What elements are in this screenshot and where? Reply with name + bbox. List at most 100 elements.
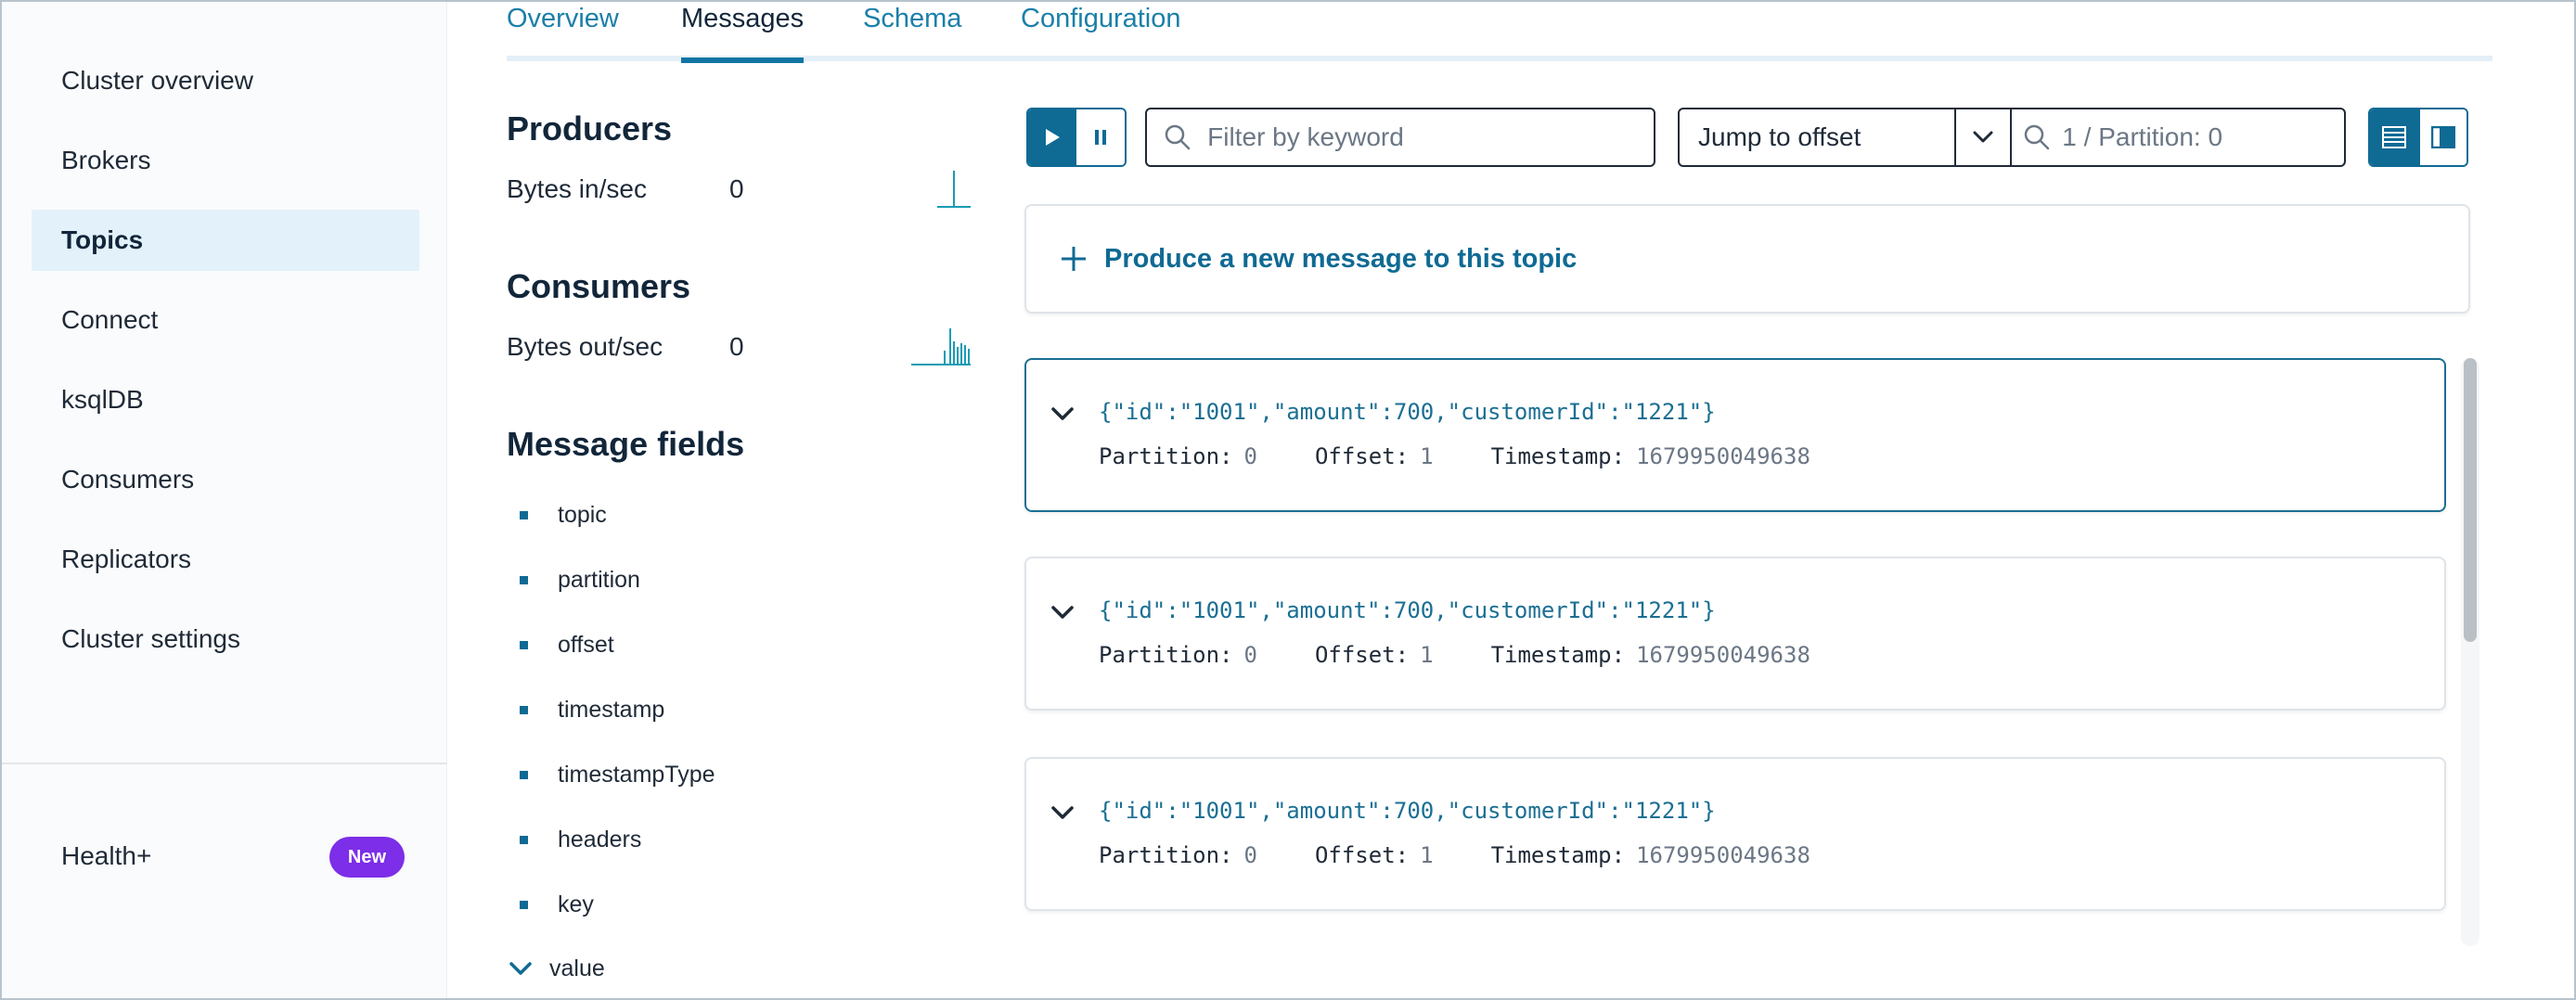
offset-value: 1: [1420, 443, 1434, 469]
message-meta: Partition:0 Offset:1 Timestamp:167995004…: [1099, 842, 1868, 868]
sidebar-item-label: Replicators: [61, 545, 192, 573]
field-label: timestampType: [558, 761, 715, 788]
offset-label: Offset:: [1314, 642, 1410, 668]
jump-to-offset-select[interactable]: Jump to offset: [1678, 108, 2012, 167]
pause-icon: [1095, 130, 1106, 145]
field-label: partition: [558, 566, 640, 593]
field-label: offset: [558, 631, 614, 658]
sidebar-item-label: Cluster overview: [61, 66, 253, 95]
tab-messages[interactable]: Messages: [681, 4, 805, 63]
offset-value: 1: [1420, 642, 1434, 668]
produce-message-button[interactable]: Produce a new message to this topic: [1024, 204, 2470, 314]
field-label: key: [558, 891, 594, 917]
sidebar-item-consumers[interactable]: Consumers: [32, 449, 419, 510]
partition-value: 0: [1243, 642, 1257, 668]
bullet-icon: [520, 835, 528, 844]
field-value[interactable]: value: [507, 950, 605, 987]
split-view-icon: [2430, 126, 2455, 148]
sidebar-item-brokers[interactable]: Brokers: [32, 130, 419, 191]
timestamp-value: 1679950049638: [1636, 443, 1810, 469]
sidebar-item-label: Health+: [61, 841, 152, 870]
message-card[interactable]: {"id":"1001","amount":700,"customerId":"…: [1024, 358, 2446, 512]
sidebar-item-cluster-overview[interactable]: Cluster overview: [32, 50, 419, 111]
list-view-button[interactable]: [2370, 109, 2418, 165]
tab-overview[interactable]: Overview: [507, 4, 619, 33]
tab-schema[interactable]: Schema: [863, 4, 962, 33]
play-icon: [1046, 129, 1060, 146]
plus-icon: [1062, 247, 1086, 271]
sidebar-item-ksqldb[interactable]: ksqlDB: [32, 369, 419, 430]
message-meta: Partition:0 Offset:1 Timestamp:167995004…: [1099, 642, 1868, 668]
play-button[interactable]: [1028, 109, 1076, 165]
bullet-icon: [520, 575, 528, 584]
timestamp-value: 1679950049638: [1636, 642, 1810, 668]
sidebar-item-replicators[interactable]: Replicators: [32, 529, 419, 590]
message-card[interactable]: {"id":"1001","amount":700,"customerId":"…: [1024, 557, 2446, 711]
tab-configuration[interactable]: Configuration: [1021, 4, 1181, 33]
timestamp-label: Timestamp:: [1490, 443, 1626, 469]
chevron-down-icon[interactable]: [1050, 406, 1075, 421]
bullet-icon: [520, 705, 528, 714]
partition-label: Partition:: [1099, 842, 1233, 868]
message-list: {"id":"1001","amount":700,"customerId":"…: [1021, 353, 2483, 946]
search-icon: [2012, 123, 2062, 151]
field-partition[interactable]: partition: [507, 561, 640, 598]
field-label: topic: [558, 501, 607, 528]
playback-controls: [1026, 108, 1127, 167]
consumers-title: Consumers: [507, 267, 691, 305]
bullet-icon: [520, 900, 528, 909]
filter-input[interactable]: [1207, 122, 1654, 152]
sidebar-divider: [2, 763, 447, 764]
offset-box: [2010, 108, 2346, 167]
bullet-icon: [520, 770, 528, 779]
bytes-in-sparkline: [937, 171, 971, 208]
message-list-scrollbar[interactable]: [2461, 358, 2479, 946]
sidebar-item-label: Topics: [61, 225, 144, 254]
pause-button[interactable]: [1076, 109, 1125, 165]
message-card[interactable]: {"id":"1001","amount":700,"customerId":"…: [1024, 757, 2446, 911]
sidebar-item-topics[interactable]: Topics: [32, 210, 419, 271]
field-timestamp-type[interactable]: timestampType: [507, 756, 715, 793]
field-topic[interactable]: topic: [507, 496, 607, 533]
chevron-down-icon[interactable]: [507, 961, 535, 976]
bytes-in-label: Bytes in/sec: [507, 174, 647, 203]
sidebar-item-label: Connect: [61, 305, 159, 334]
partition-label: Partition:: [1099, 443, 1233, 469]
field-headers[interactable]: headers: [507, 821, 641, 858]
bytes-out-sparkline: [911, 328, 971, 365]
sidebar-item-label: ksqlDB: [61, 385, 144, 414]
field-offset[interactable]: offset: [507, 626, 614, 663]
sidebar-item-cluster-settings[interactable]: Cluster settings: [32, 609, 419, 670]
sidebar-item-health-plus[interactable]: Health+ New: [32, 826, 419, 887]
split-view-button[interactable]: [2417, 109, 2467, 165]
timestamp-value: 1679950049638: [1636, 842, 1810, 868]
chevron-down-icon[interactable]: [1050, 805, 1075, 820]
field-timestamp[interactable]: timestamp: [507, 691, 664, 728]
chevron-down-icon[interactable]: [1954, 109, 2010, 165]
topic-tabs: Overview Messages Schema Configuration: [507, 0, 2492, 63]
offset-value: 1: [1420, 842, 1434, 868]
bullet-icon: [520, 510, 528, 519]
sidebar-item-label: Consumers: [61, 465, 195, 494]
message-fields-title: Message fields: [507, 425, 745, 463]
message-value: {"id":"1001","amount":700,"customerId":"…: [1099, 597, 1716, 623]
sidebar-item-label: Brokers: [61, 146, 151, 174]
chevron-down-icon[interactable]: [1050, 605, 1075, 620]
bytes-out-value: 0: [729, 332, 744, 361]
scrollbar-thumb[interactable]: [2464, 358, 2477, 642]
search-icon: [1147, 123, 1207, 151]
bytes-in-value: 0: [729, 174, 744, 203]
message-value: {"id":"1001","amount":700,"customerId":"…: [1099, 798, 1716, 824]
offset-label: Offset:: [1314, 443, 1410, 469]
field-label: headers: [558, 826, 642, 853]
offset-input[interactable]: [2062, 122, 2344, 152]
field-key[interactable]: key: [507, 886, 594, 923]
new-badge: New: [328, 837, 405, 878]
partition-value: 0: [1243, 842, 1257, 868]
partition-value: 0: [1243, 443, 1257, 469]
sidebar-item-connect[interactable]: Connect: [32, 289, 419, 351]
view-toggle: [2368, 108, 2468, 167]
field-label: timestamp: [558, 696, 665, 723]
offset-label: Offset:: [1314, 842, 1410, 868]
